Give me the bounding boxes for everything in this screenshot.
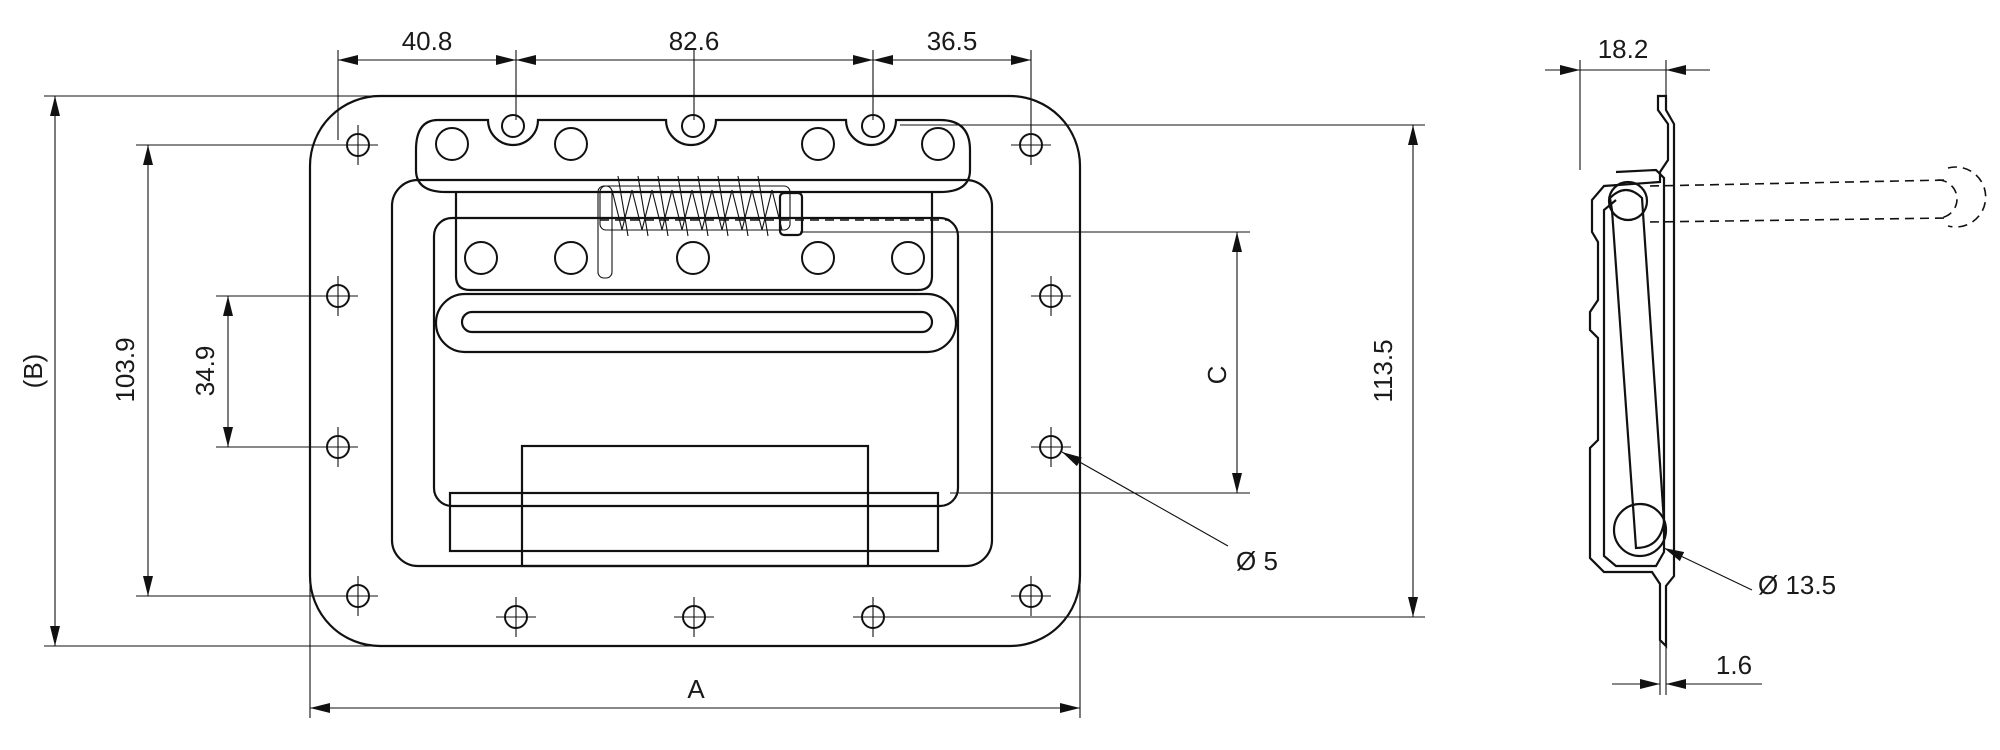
dim-cutout: C bbox=[1202, 366, 1232, 385]
hinge-holes bbox=[435, 114, 955, 275]
lower-block bbox=[520, 444, 870, 568]
side-handle bbox=[1608, 188, 1666, 550]
side-view: 18.2 1.6 Ø 13.5 bbox=[1545, 34, 1987, 695]
spring bbox=[597, 175, 804, 279]
callout-hole-diameter: Ø 5 bbox=[1236, 546, 1278, 576]
handle-grip bbox=[434, 292, 958, 354]
callout-rod-diameter: Ø 13.5 bbox=[1758, 570, 1836, 600]
dim-width: A bbox=[687, 674, 705, 704]
dim-top-middle: 82.6 bbox=[669, 26, 720, 56]
dim-top-right: 36.5 bbox=[927, 26, 978, 56]
dim-thickness: 1.6 bbox=[1716, 650, 1752, 680]
outer-flange bbox=[308, 94, 1082, 648]
side-rod bbox=[1612, 502, 1668, 558]
dim-hole-spacing: 34.9 bbox=[190, 346, 220, 397]
dish-inner bbox=[432, 216, 960, 508]
side-pan bbox=[1602, 168, 1666, 568]
side-pivot bbox=[1607, 180, 1649, 222]
base-bar bbox=[448, 491, 940, 553]
handle-slot bbox=[460, 310, 934, 334]
dim-depth: 113.5 bbox=[1368, 339, 1398, 402]
side-flange bbox=[1588, 94, 1676, 649]
front-view bbox=[308, 94, 1082, 648]
front-dimensions: 40.8 82.6 36.5 (B) 103.9 34.9 C 113.5 A bbox=[18, 26, 1425, 718]
hinge-plate bbox=[414, 118, 972, 194]
dim-side-top: 18.2 bbox=[1598, 34, 1649, 64]
dim-height-inner: 103.9 bbox=[110, 337, 140, 402]
dim-top-left: 40.8 bbox=[402, 26, 453, 56]
dish-outer bbox=[390, 178, 994, 568]
dim-overall-height: (B) bbox=[18, 354, 48, 389]
handle-bracket bbox=[454, 192, 934, 292]
